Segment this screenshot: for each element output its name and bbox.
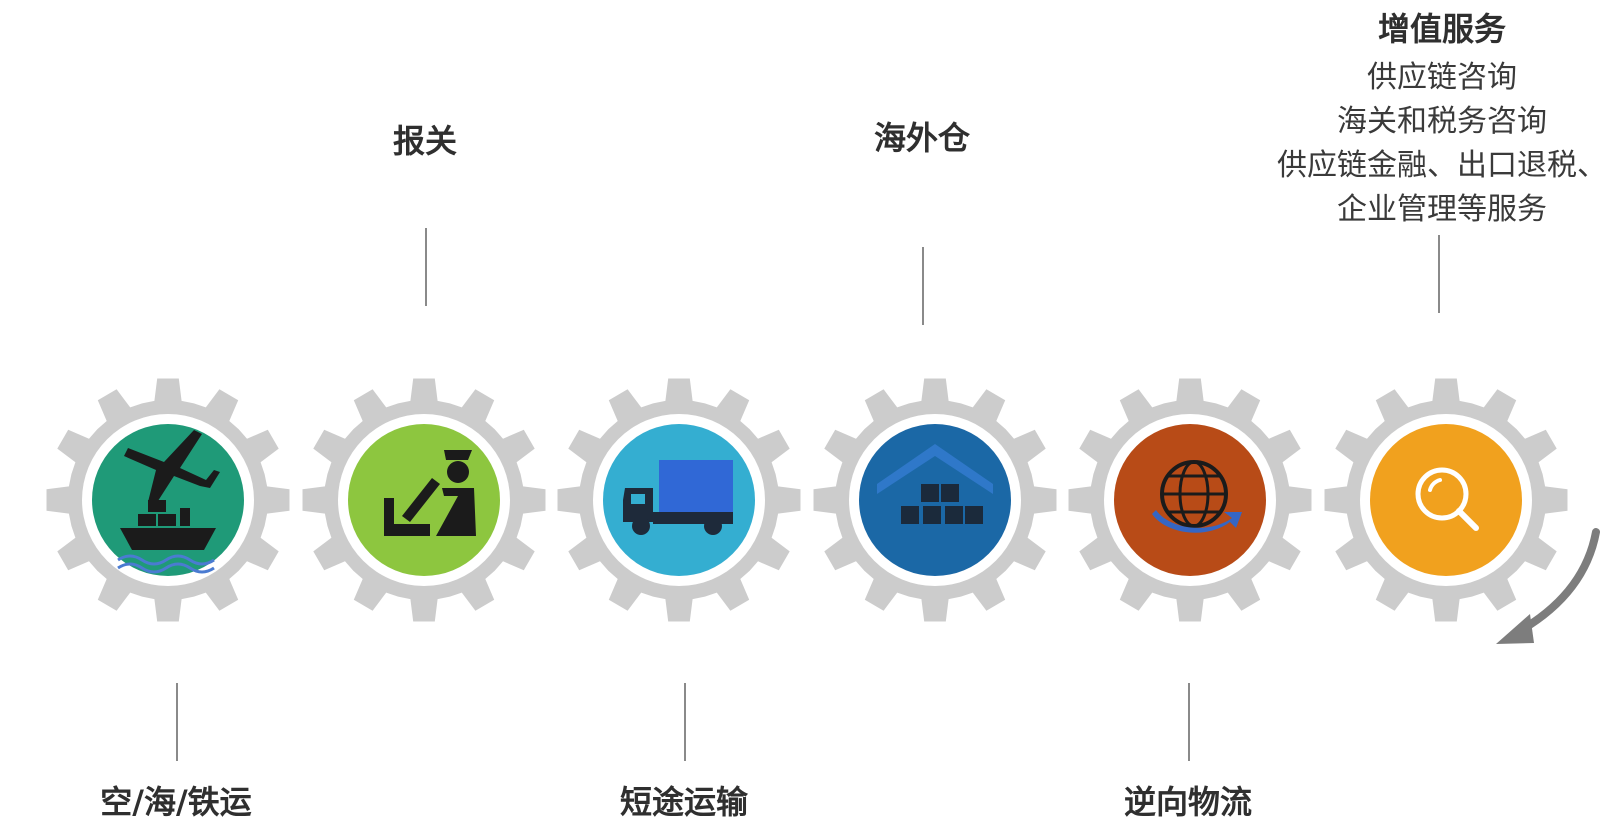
globe-return-icon [1152, 460, 1242, 533]
connector-customs [425, 228, 427, 306]
magnifier-icon [1415, 467, 1479, 531]
gear-reverse [1068, 378, 1312, 622]
label-short-haul: 短途运输 [619, 783, 749, 821]
warehouse-boxes-icon [877, 444, 993, 524]
cycle-arrow-icon [1514, 528, 1600, 636]
value-added-detail: 企业管理等服务 [1337, 192, 1547, 227]
label-reverse: 逆向物流 [1123, 783, 1253, 821]
label-transport: 空/海/铁运 [100, 783, 252, 821]
truck-icon [623, 460, 733, 535]
value-added-detail: 供应链咨询 [1367, 60, 1517, 95]
gear-short-haul [557, 378, 801, 622]
connector-warehouse [922, 247, 924, 325]
customs-officer-icon [384, 450, 476, 536]
airplane-ship-icon [117, 430, 220, 574]
value-added-detail: 供应链金融、出口退税、 [1277, 148, 1607, 183]
gear-value-added [1324, 378, 1568, 622]
value-added-details: 供应链咨询 海关和税务咨询 供应链金融、出口退税、 企业管理等服务 [1277, 56, 1607, 232]
cycle-arrowhead-icon [1496, 614, 1534, 644]
label-value-added: 增值服务 [1377, 10, 1507, 48]
connector-value-added [1438, 235, 1440, 313]
connector-transport [176, 683, 178, 761]
gear-customs [302, 378, 546, 622]
connector-short-haul [684, 683, 686, 761]
gear-value-added-disc [1370, 424, 1522, 576]
gear-warehouse [813, 378, 1057, 622]
gear-transport-disc [92, 424, 244, 576]
gear-transport [46, 378, 290, 622]
label-customs: 报关 [392, 122, 458, 160]
connector-reverse [1188, 683, 1190, 761]
label-warehouse: 海外仓 [873, 119, 971, 157]
value-added-detail: 海关和税务咨询 [1337, 104, 1547, 139]
gear-reverse-disc [1114, 424, 1266, 576]
